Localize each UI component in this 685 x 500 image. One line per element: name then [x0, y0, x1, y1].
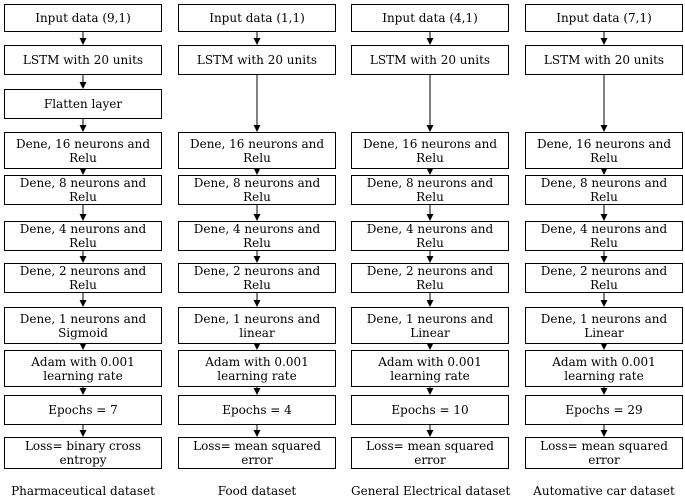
layer-box: Loss= mean squared error [525, 437, 683, 469]
layer-box: Dene, 1 neurons and linear [178, 307, 336, 344]
layer-box: Adam with 0.001 learning rate [351, 350, 509, 387]
layer-box: Flatten layer [4, 89, 162, 119]
layer-box: Dene, 1 neurons and Linear [525, 307, 683, 344]
layer-box: LSTM with 20 units [351, 45, 509, 75]
layer-box: Dene, 1 neurons and Linear [351, 307, 509, 344]
layer-box: Input data (1,1) [178, 4, 336, 32]
dataset-caption: Food dataset [217, 484, 297, 498]
layer-box: Dene, 16 neurons and Relu [351, 132, 509, 169]
layer-box: Dene, 8 neurons and Relu [351, 175, 509, 205]
layer-box: Dene, 4 neurons and Relu [4, 221, 162, 251]
layer-box: Epochs = 7 [4, 395, 162, 425]
layer-box: LSTM with 20 units [4, 45, 162, 75]
layer-box: Dene, 8 neurons and Relu [525, 175, 683, 205]
layer-box: Adam with 0.001 learning rate [178, 350, 336, 387]
layer-box: Dene, 2 neurons and Relu [351, 263, 509, 293]
layer-box: Epochs = 4 [178, 395, 336, 425]
layer-box: Dene, 4 neurons and Relu [525, 221, 683, 251]
layer-box: Dene, 8 neurons and Relu [4, 175, 162, 205]
layer-box: Dene, 2 neurons and Relu [178, 263, 336, 293]
layer-box: Adam with 0.001 learning rate [4, 350, 162, 387]
dataset-caption: Automative car dataset [533, 484, 675, 498]
layer-box: Input data (7,1) [525, 4, 683, 32]
layer-box: Dene, 16 neurons and Relu [178, 132, 336, 169]
layer-box: Dene, 2 neurons and Relu [525, 263, 683, 293]
layer-box: Loss= binary cross entropy [4, 437, 162, 469]
layer-box: Loss= mean squared error [351, 437, 509, 469]
layer-box: Dene, 4 neurons and Relu [178, 221, 336, 251]
layer-box: Dene, 4 neurons and Relu [351, 221, 509, 251]
layer-box: Adam with 0.001 learning rate [525, 350, 683, 387]
layer-box: Epochs = 29 [525, 395, 683, 425]
layer-box: LSTM with 20 units [525, 45, 683, 75]
layer-box: Dene, 2 neurons and Relu [4, 263, 162, 293]
layer-box: Dene, 1 neurons and Sigmoid [4, 307, 162, 344]
layer-box: Loss= mean squared error [178, 437, 336, 469]
layer-box: Epochs = 10 [351, 395, 509, 425]
layer-box: Dene, 16 neurons and Relu [525, 132, 683, 169]
layer-box: Input data (4,1) [351, 4, 509, 32]
dataset-caption: General Electrical dataset [351, 484, 511, 498]
layer-box: Input data (9,1) [4, 4, 162, 32]
dataset-caption: Pharmaceutical dataset [11, 484, 155, 498]
layer-box: Dene, 16 neurons and Relu [4, 132, 162, 169]
layer-box: LSTM with 20 units [178, 45, 336, 75]
layer-box: Dene, 8 neurons and Relu [178, 175, 336, 205]
